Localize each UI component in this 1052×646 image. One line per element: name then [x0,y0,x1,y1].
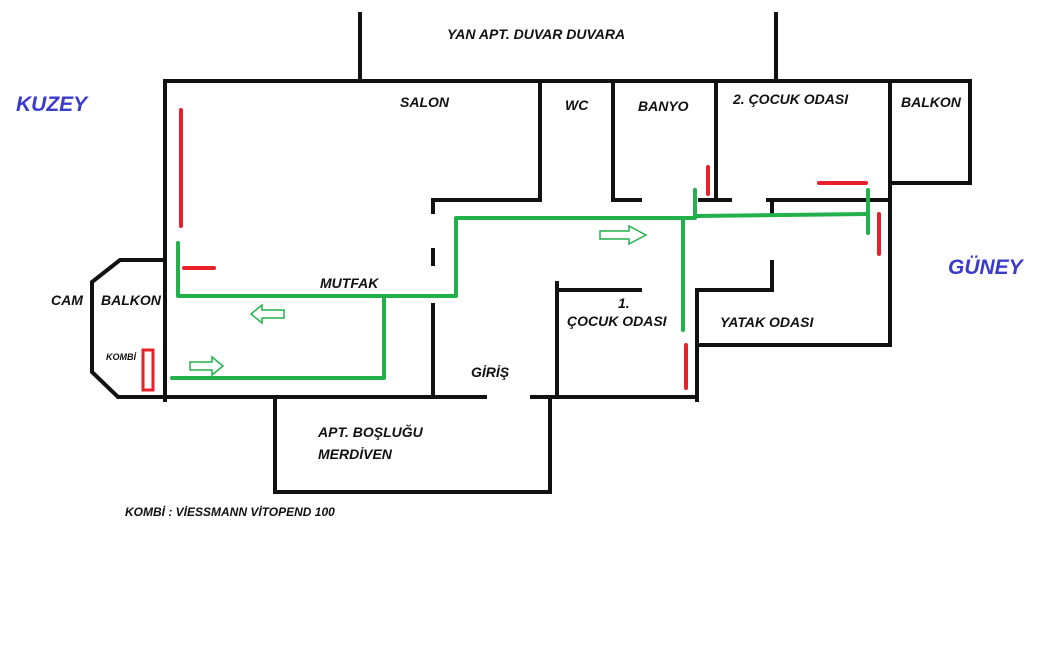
balkon-left-label: BALKON [101,292,162,308]
child1-label-line1: 1. [618,295,630,311]
heating-pipes [170,188,870,380]
wc-label: WC [565,97,589,113]
radiators [141,108,881,392]
neighbor-label: YAN APT. DUVAR DUVARA [447,26,625,42]
boiler-note: KOMBİ : VİESSMANN VİTOPEND 100 [125,504,335,519]
north-label: KUZEY [16,93,89,116]
mutfak-label: MUTFAK [320,275,379,291]
cam-label: CAM [51,292,83,308]
pipe-to-bedroom [693,212,870,218]
flow-arrow-left-icon [249,303,285,325]
windows [163,84,892,392]
kombi-small-label: KOMBİ [106,352,136,362]
main-pipe-hall [382,188,697,298]
left-balkon-wall [90,258,167,399]
flow-arrows [189,224,648,377]
labels: YAN APT. DUVAR DUVARA KUZEY GÜNEY SALON … [16,26,1025,519]
flow-arrow-right-icon [599,224,648,246]
child2-label: 2. ÇOCUK ODASI [732,91,849,107]
banyo-label: BANYO [638,98,689,114]
child1-label-line2: ÇOCUK ODASI [567,313,668,329]
yatak-label: YATAK ODASI [720,314,814,330]
salon-label: SALON [400,94,450,110]
south-label: GÜNEY [948,256,1025,279]
stair-label-line1: APT. BOŞLUĞU [317,423,424,440]
boiler-icon [141,348,155,392]
balkon-right-label: BALKON [901,94,962,110]
walls [90,12,972,494]
stair-label-line2: MERDİVEN [318,446,393,462]
giris-label: GİRİŞ [471,364,510,380]
flow-arrow-right-icon [189,355,225,377]
